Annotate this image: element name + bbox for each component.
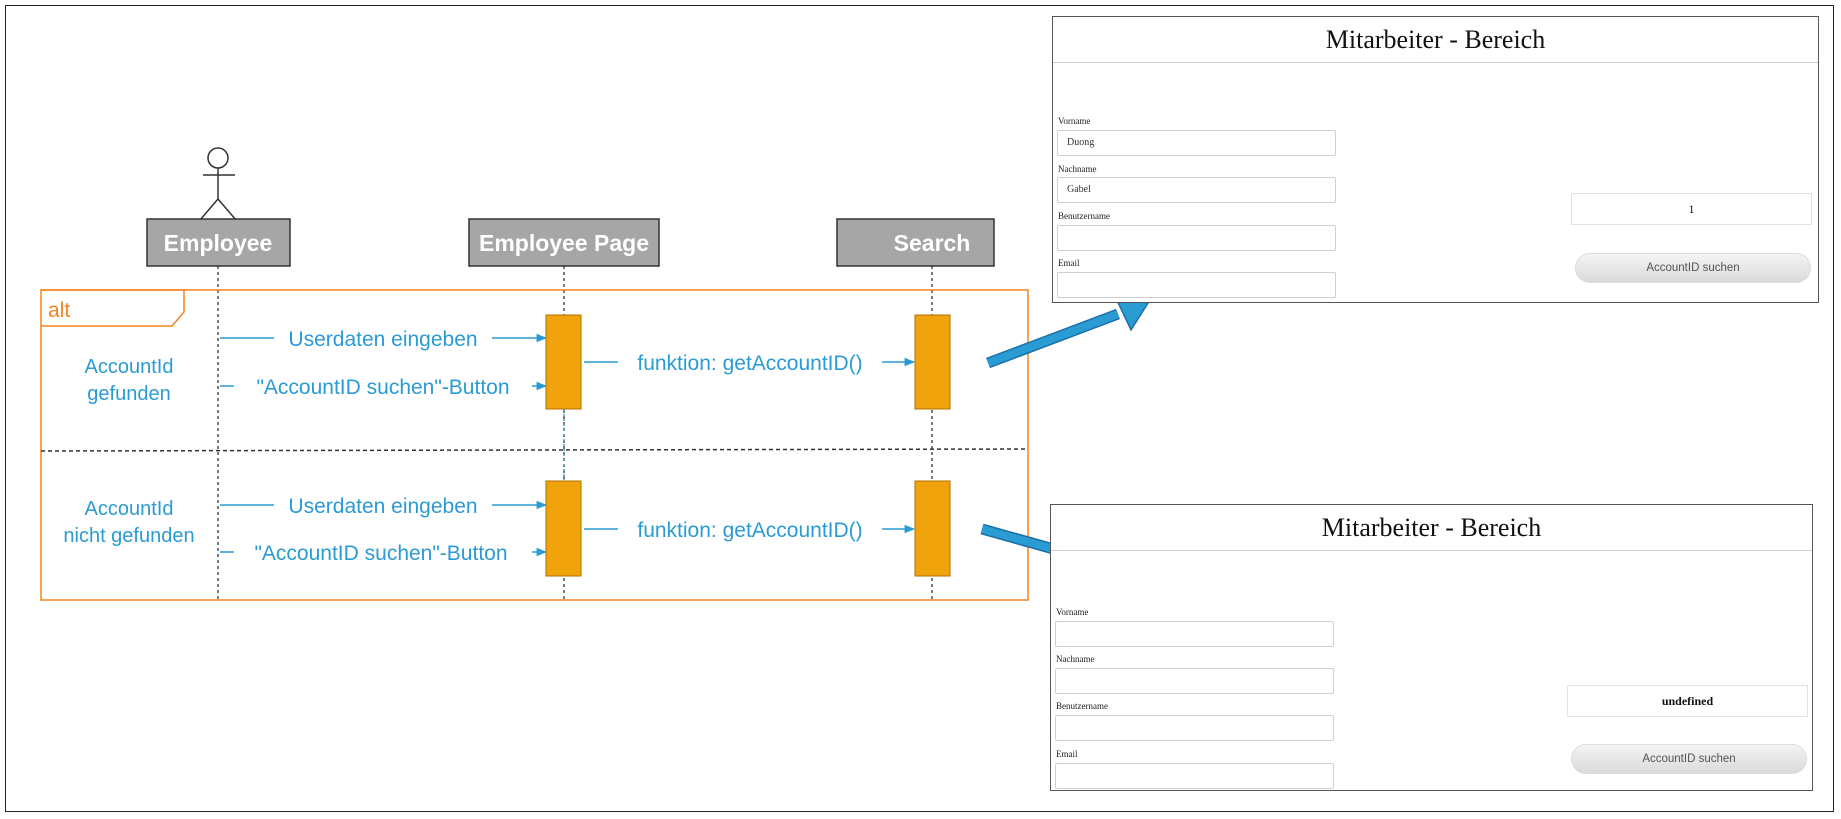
- field-label-email: Email: [1058, 258, 1080, 268]
- vorname-input[interactable]: [1055, 621, 1334, 647]
- message-accountid-button-1: "AccountID suchen"-Button: [220, 373, 548, 399]
- field-label-nachname: Nachname: [1058, 164, 1097, 174]
- field-label-email: Email: [1056, 749, 1078, 759]
- activation-employee-page-2: [545, 480, 582, 577]
- message-getaccountid-1: funktion: getAccountID(): [584, 349, 916, 375]
- message-label: "AccountID suchen"-Button: [254, 542, 507, 565]
- field-label-vorname: Vorname: [1058, 116, 1091, 126]
- fragment-divider: [40, 448, 1029, 452]
- field-label-vorname: Vorname: [1056, 607, 1089, 617]
- guard-condition-notfound-line1: AccountId: [85, 498, 174, 520]
- nachname-input[interactable]: Gabel: [1057, 177, 1336, 203]
- message-label: Userdaten eingeben: [288, 328, 477, 351]
- email-input[interactable]: [1057, 272, 1336, 298]
- alt-fragment: alt: [40, 289, 1029, 601]
- field-label-nachname: Nachname: [1056, 654, 1095, 664]
- lifeline-employee: Employee: [146, 218, 291, 267]
- message-label: funktion: getAccountID(): [637, 519, 862, 542]
- panel-title: Mitarbeiter - Bereich: [1053, 17, 1818, 63]
- activation-search-1: [914, 314, 951, 410]
- accountid-result: undefined: [1567, 685, 1808, 717]
- activation-employee-page-1: [545, 314, 582, 410]
- employee-area-panel-found: Mitarbeiter - Bereich Vorname Duong Nach…: [1052, 16, 1819, 303]
- employee-area-panel-not-found: Mitarbeiter - Bereich Vorname Nachname B…: [1050, 504, 1813, 791]
- lifeline-search-label: Search: [894, 230, 971, 256]
- vorname-input[interactable]: Duong: [1057, 130, 1336, 156]
- benutzername-input[interactable]: [1055, 715, 1334, 741]
- accountid-search-button[interactable]: AccountID suchen: [1571, 744, 1807, 774]
- message-getaccountid-2: funktion: getAccountID(): [584, 516, 916, 542]
- message-accountid-button-2: "AccountID suchen"-Button: [220, 539, 548, 565]
- lifeline-search: Search: [836, 218, 995, 267]
- activation-search-2: [914, 480, 951, 577]
- lifeline-employee-page: Employee Page: [468, 218, 660, 267]
- guard-condition-found-line2: gefunden: [87, 383, 170, 405]
- message-userdaten-eingeben-2: Userdaten eingeben: [220, 492, 548, 518]
- result-arrow-found-icon: [986, 294, 1150, 369]
- benutzername-input[interactable]: [1057, 225, 1336, 251]
- field-label-benutzername: Benutzername: [1056, 701, 1108, 711]
- message-label: "AccountID suchen"-Button: [256, 376, 509, 399]
- panel-title: Mitarbeiter - Bereich: [1051, 505, 1812, 551]
- field-label-benutzername: Benutzername: [1058, 211, 1110, 221]
- email-input[interactable]: [1055, 763, 1334, 789]
- message-userdaten-eingeben-1: Userdaten eingeben: [220, 325, 548, 351]
- fragment-operator: alt: [48, 299, 70, 322]
- actor-icon: [199, 147, 237, 221]
- nachname-input[interactable]: [1055, 668, 1334, 694]
- accountid-search-button[interactable]: AccountID suchen: [1575, 253, 1811, 283]
- message-label: Userdaten eingeben: [288, 495, 477, 518]
- lifeline-employee-page-label: Employee Page: [479, 230, 649, 256]
- lifeline-employee-label: Employee: [164, 230, 273, 256]
- guard-condition-notfound-line2: nicht gefunden: [63, 525, 194, 547]
- guard-condition-found-line1: AccountId: [85, 356, 174, 378]
- accountid-result: 1: [1571, 193, 1812, 225]
- diagram-frame: [5, 5, 1834, 812]
- message-label: funktion: getAccountID(): [637, 352, 862, 375]
